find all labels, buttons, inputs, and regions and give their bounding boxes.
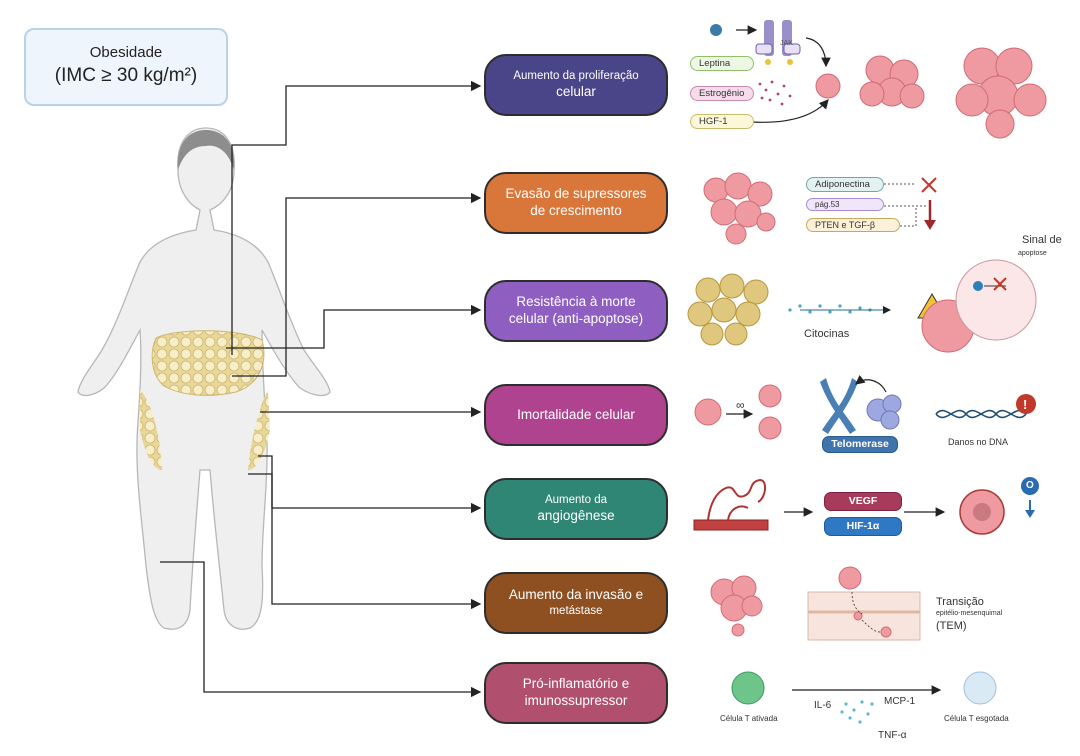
row6-illustration — [710, 566, 921, 641]
adiponectina-pill: Adiponectina — [806, 177, 884, 192]
jak-label: JAK — [780, 40, 793, 47]
title-line2: (IMC ≥ 30 kg/m²) — [54, 65, 198, 86]
connector-2 — [232, 192, 482, 377]
oxygen-badge-icon — [1021, 477, 1039, 495]
x-icon — [921, 177, 937, 193]
hallmark-evasao-line2: de crescimento — [530, 203, 622, 218]
tumor-cluster-large — [955, 47, 1047, 139]
row1-illustration — [710, 20, 1047, 139]
transicao-label: Transição — [936, 596, 984, 608]
dividing-cell-bottom — [758, 416, 782, 440]
exhausted-t-cell — [963, 671, 997, 705]
alert-badge-icon — [1016, 394, 1036, 414]
apoptosis-zoom-circle — [955, 259, 1037, 341]
tissue-section — [807, 591, 921, 641]
cell-a — [694, 398, 722, 426]
celula-ativada-label: Célula T ativada — [720, 714, 778, 723]
row5-illustration — [693, 477, 1039, 535]
dividing-cell-top — [758, 384, 782, 408]
hallmark-evasao-line1: Evasão de supressores — [505, 186, 647, 202]
connector-6 — [248, 473, 482, 610]
row2-illustration — [703, 172, 937, 245]
invading-tumor — [710, 575, 763, 637]
connector-5 — [258, 455, 482, 514]
oxygen-label: O — [1026, 480, 1034, 491]
telomerase-pill: Telomerase — [822, 436, 898, 453]
hallmark-inflamatorio-line1: Pró-inflamatório e — [522, 676, 630, 692]
belly-fat — [151, 330, 265, 396]
p53-pill: pág.53 — [806, 198, 884, 211]
tumor-cluster-evasion — [703, 172, 776, 245]
hallmark-invasao-line1: Aumento da invasão e — [508, 587, 644, 603]
cytokine-dots — [788, 304, 872, 314]
hallmark-proliferacao-line2: celular — [556, 83, 596, 99]
connectors — [160, 80, 482, 698]
hgf-pill: HGF-1 — [690, 114, 754, 129]
hif-pill: HIF-1α — [824, 517, 902, 536]
row7-illustration — [731, 671, 997, 724]
infinity-symbol: ∞ — [736, 398, 745, 412]
hallmark-invasao-line2: metástase — [549, 605, 603, 618]
vessel-branches — [707, 478, 766, 521]
estrogenio-pill: Estrogênio — [690, 86, 754, 101]
row3-illustration: ! — [687, 259, 1037, 353]
svg-text:!: ! — [1023, 397, 1027, 412]
hallmark-invasao: Aumento da invasão e metástase — [484, 572, 668, 634]
hallmark-resistencia: Resistência à morte celular (anti-apopto… — [484, 280, 668, 342]
il6-label: IL-6 — [814, 700, 832, 711]
tnfa-label: TNF-α — [878, 730, 907, 741]
hallmark-angiogenese-line1: Aumento da — [544, 494, 607, 507]
hallmark-angiogenese: Aumento da angiogênese — [484, 478, 668, 540]
hallmark-resistencia-line2: celular (anti-apoptose) — [508, 311, 644, 326]
body-figure — [77, 127, 331, 630]
sinal-de-label: Sinal de — [1022, 234, 1062, 246]
obesity-title-box: Obesidade (IMC ≥ 30 kg/m²) — [24, 28, 228, 106]
connector-7 — [160, 561, 482, 698]
connector-3 — [226, 304, 482, 349]
right-hip-fat — [248, 390, 270, 470]
activated-t-cell — [731, 671, 765, 705]
hair — [177, 130, 235, 170]
leptina-pill: Leptina — [690, 56, 754, 71]
mcp1-label: MCP-1 — [884, 696, 916, 707]
row4-illustration: ! — [694, 375, 1036, 440]
cytokine-cloud — [840, 700, 874, 724]
estrogen-dots — [758, 80, 792, 106]
receptor-jak-icon — [755, 20, 801, 65]
single-tumor-cell — [815, 73, 841, 99]
citocinas-label: Citocinas — [804, 328, 850, 340]
apoptose-label: apoptose — [1018, 250, 1047, 257]
hallmark-imortalidade: Imortalidade celular — [484, 384, 668, 446]
hallmark-inflamatorio-line2: imunossupressor — [524, 693, 628, 708]
title-line1: Obesidade — [89, 44, 163, 61]
vegf-pill: VEGF — [824, 492, 902, 511]
telomerase-enzyme — [866, 394, 902, 430]
blood-vessel-icon — [693, 519, 769, 531]
hallmark-proliferacao-line1: Aumento da proliferação — [513, 70, 639, 83]
hallmark-imortalidade-line1: Imortalidade celular — [517, 406, 635, 422]
ligand-icon — [710, 24, 722, 36]
hallmark-inflamatorio: Pró-inflamatório e imunossupressor — [484, 662, 668, 724]
hallmark-resistencia-line1: Resistência à morte — [516, 294, 636, 310]
chromosome-icon — [820, 378, 858, 434]
celula-esgotada-label: Célula T esgotada — [944, 714, 1009, 723]
hallmark-proliferacao: Aumento da proliferação celular — [484, 54, 668, 116]
tumor-cluster-medium — [859, 55, 925, 109]
pten-pill: PTEN e TGF-β — [806, 218, 900, 232]
hallmark-evasao: Evasão de supressores de crescimento — [484, 172, 668, 234]
block-x-icon — [993, 277, 1007, 291]
connector-1 — [231, 80, 482, 355]
danos-dna-label: Danos no DNA — [948, 437, 1009, 447]
adipocyte-cluster — [687, 273, 769, 346]
epitelio-label: epitélio-mesenquimal — [936, 610, 1003, 617]
hallmark-angiogenese-line2: angiogênese — [537, 507, 615, 523]
tem-label: (TEM) — [936, 620, 967, 632]
dna-helix-icon — [935, 409, 1027, 419]
left-hip-fat — [140, 390, 162, 470]
